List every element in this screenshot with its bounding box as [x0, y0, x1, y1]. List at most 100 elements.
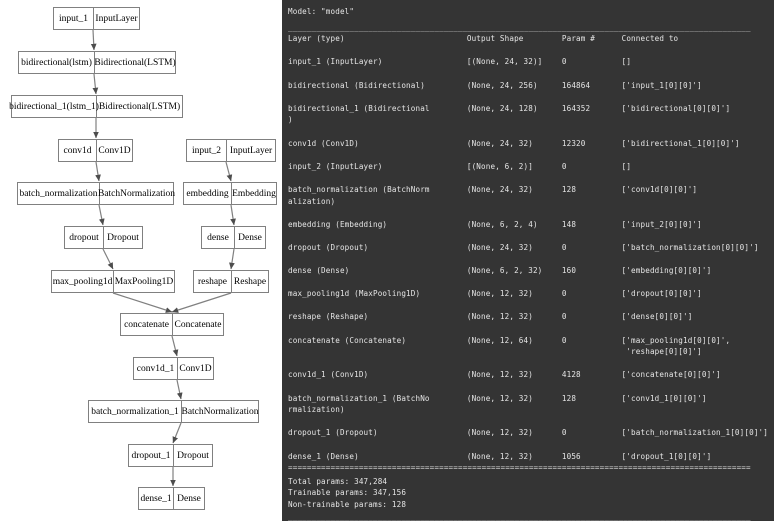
graph-node-name: reshape: [194, 271, 232, 292]
summary-row-gap: [288, 439, 768, 451]
cell-param-count: 1056: [561, 451, 581, 461]
cell-output-shape: [(None, 24, 32)]: [466, 57, 543, 67]
summary-table-head: Layer (type) Output Shape Param # Connec…: [288, 33, 768, 45]
cell-layer-type: batch_normalization_1 (BatchNo rmalizati…: [288, 393, 430, 415]
cell-connected-to: ['input_2[0][0]']: [621, 219, 702, 229]
graph-node-name: max_pooling1d: [52, 271, 114, 292]
cell-connected-to: ['dropout[0][0]']: [621, 289, 702, 299]
summary-row: dropout (Dropout)(None, 24, 32)0['batch_…: [288, 242, 768, 254]
graph-edge-concatenate-to-conv1d_1: [171, 335, 179, 357]
summary-row: bidirectional (Bidirectional) (None, 24, …: [288, 80, 768, 92]
graph-edge-batch_normalization_1-to-dropout_1: [172, 422, 182, 444]
cell-layer-type: embedding (Embedding): [288, 219, 388, 229]
params-totals-block: Total params: 347,284 Trainable params: …: [288, 476, 768, 511]
total-params: Total params: 347,284: [288, 476, 388, 486]
summary-row-gap: [288, 323, 768, 335]
graph-node-type: Dropout: [107, 232, 139, 243]
cell-layer-type: input_2 (InputLayer): [288, 161, 383, 171]
graph-node-name: dense_1: [139, 488, 174, 509]
cell-param-count: 0: [561, 335, 567, 345]
graph-node-bidirectional: bidirectional(lstm)Bidirectional(LSTM): [18, 51, 176, 74]
summary-row: input_1 (InputLayer)[(None, 24, 32)]0[]: [288, 56, 768, 68]
cell-layer-type: bidirectional (Bidirectional): [288, 80, 425, 90]
graph-node-type: InputLayer: [229, 145, 273, 156]
cell-connected-to: []: [621, 161, 632, 171]
model-title: Model: "model": [288, 7, 355, 16]
graph-edge-conv1d_1-to-batch_normalization_1: [176, 379, 183, 400]
graph-node-bidirectional_1: bidirectional_1(lstm_1)Bidirectional(LST…: [9, 95, 183, 118]
cell-connected-to: []: [621, 57, 632, 67]
cell-output-shape: (None, 24, 32): [466, 138, 533, 148]
summary-row: concatenate (Concatenate)(None, 12, 64)0…: [288, 335, 768, 358]
cell-layer-type: dropout (Dropout): [288, 242, 369, 252]
summary-row-gap: [288, 277, 768, 289]
summary-row-gap: [288, 358, 768, 370]
summary-row: batch_normalization (BatchNorm alization…: [288, 184, 768, 207]
header-connected-to: Connected to: [621, 34, 679, 44]
cell-layer-type: bidirectional_1 (Bidirectional ): [288, 103, 430, 125]
cell-output-shape: (None, 24, 128): [466, 103, 538, 113]
summary-row: max_pooling1d (MaxPooling1D)(None, 12, 3…: [288, 288, 768, 300]
cell-output-shape: (None, 24, 256): [466, 80, 538, 90]
graph-node-name: dropout_1: [129, 445, 174, 466]
cell-param-count: 0: [561, 242, 567, 252]
rule-dashed-footer: ________________________________________…: [288, 511, 751, 521]
cell-connected-to: ['bidirectional_1[0][0]']: [621, 138, 740, 148]
rule-double-bottom: ========================================…: [288, 463, 751, 473]
graph-edge-bidirectional-to-bidirectional_1: [92, 73, 99, 95]
summary-row-gap: [288, 172, 768, 184]
graph-node-type: InputLayer: [95, 13, 138, 24]
cell-connected-to: ['concatenate[0][0]']: [621, 370, 721, 380]
cell-layer-type: dense (Dense): [288, 266, 350, 276]
graph-node-type: Conv1D: [98, 145, 131, 156]
graph-edge-input_1-to-bidirectional: [90, 29, 97, 51]
summary-row-gap: [288, 91, 768, 103]
graph-node-name: input_2: [187, 140, 227, 161]
graph-node-type: Bidirectional(LSTM): [94, 57, 176, 68]
cell-param-count: 148: [561, 219, 577, 229]
graph-node-type: Embedding: [232, 188, 276, 199]
cell-output-shape: [(None, 6, 2)]: [466, 161, 533, 171]
graph-edge-max_pooling1d-to-concatenate: [112, 292, 173, 313]
summary-row: conv1d (Conv1D)(None, 24, 32)12320['bidi…: [288, 138, 768, 150]
cell-connected-to: ['dropout_1[0][0]']: [621, 451, 712, 461]
cell-connected-to: ['conv1d[0][0]']: [621, 184, 698, 194]
graph-node-name: concatenate: [121, 314, 173, 335]
cell-param-count: 164352: [561, 103, 591, 113]
summary-row-gap: [288, 68, 768, 80]
summary-row-gap: [288, 416, 768, 428]
cell-output-shape: (None, 12, 64): [466, 335, 533, 345]
rule-dashed-top: ________________________________________…: [288, 22, 751, 32]
graph-node-type: BatchNormalization: [181, 406, 259, 417]
cell-connected-to: ['conv1d_1[0][0]']: [621, 393, 707, 403]
cell-layer-type: dropout_1 (Dropout): [288, 428, 378, 438]
graph-node-name: input_1: [54, 8, 94, 29]
summary-row: dropout_1 (Dropout)(None, 12, 32)0['batc…: [288, 427, 768, 439]
cell-output-shape: (None, 12, 32): [466, 312, 533, 322]
cell-connected-to: ['batch_normalization[0][0]']: [621, 242, 759, 252]
graph-node-type: Reshape: [233, 276, 267, 287]
summary-header-row: Layer (type) Output Shape Param # Connec…: [288, 33, 768, 45]
cell-layer-type: batch_normalization (BatchNorm alization…: [288, 184, 430, 206]
non-trainable-params: Non-trainable params: 128: [288, 499, 407, 509]
model-summary-terminal: Model: "model" _________________________…: [282, 0, 774, 521]
graph-edge-dense-to-reshape: [229, 248, 235, 270]
graph-edge-embedding-to-dense: [230, 204, 236, 226]
cell-output-shape: (None, 12, 32): [466, 428, 533, 438]
graph-node-type: Dense: [177, 493, 201, 504]
cell-param-count: 128: [561, 184, 577, 194]
summary-row: dense (Dense)(None, 6, 2, 32)160['embedd…: [288, 265, 768, 277]
cell-layer-type: reshape (Reshape): [288, 312, 369, 322]
cell-param-count: 0: [561, 312, 567, 322]
summary-row-gap: [288, 300, 768, 312]
summary-row-gap: [288, 126, 768, 138]
cell-connected-to: ['bidirectional[0][0]']: [621, 103, 731, 113]
summary-row-gap: [288, 230, 768, 242]
